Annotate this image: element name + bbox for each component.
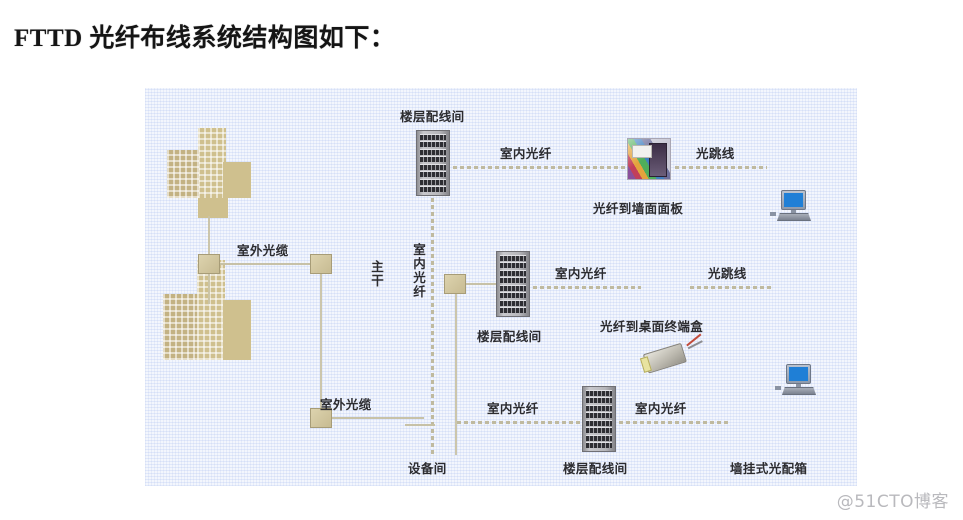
desktop-terminal-box-icon	[639, 333, 703, 375]
monitor-icon	[781, 190, 806, 210]
page-title: FTTD 光纤布线系统结构图如下：	[14, 25, 396, 52]
rack-unit	[420, 141, 446, 148]
equipment-room-label: 设备间	[408, 461, 447, 476]
desktop-terminal-label: 光纤到桌面终端盒	[600, 319, 704, 334]
rack-bottom	[582, 386, 616, 452]
patch-cord-top-label: 光跳线	[696, 146, 735, 161]
mouse-icon	[770, 212, 776, 216]
rack-unit	[500, 277, 526, 284]
backbone-label: 主干	[369, 260, 384, 288]
vertical-trunk-fiber	[431, 184, 434, 454]
junction-box-riser	[310, 254, 332, 274]
rack-unit	[586, 441, 612, 448]
junction-box-bottom	[310, 408, 332, 428]
site-watermark: @51CTO博客	[836, 492, 949, 512]
rack-unit	[500, 269, 526, 276]
outdoor-cable-upper-link	[220, 263, 312, 265]
outdoor-to-equipment-link	[405, 424, 435, 426]
indoor-fiber-bottom-left-link	[457, 421, 581, 424]
outdoor-cable-lower-label: 室外光缆	[320, 397, 372, 412]
rack-unit	[586, 390, 612, 396]
monitor-stand	[796, 384, 801, 387]
outdoor-cable-upper-label: 室外光缆	[237, 243, 289, 258]
rack-unit	[420, 148, 446, 155]
rack-unit	[586, 404, 612, 411]
indoor-fiber-bottom-left-label: 室内光纤	[487, 401, 539, 416]
junction-to-mid-rack-link	[466, 283, 496, 285]
building-lower	[157, 260, 267, 360]
rack-unit	[420, 185, 446, 192]
screen	[789, 367, 808, 381]
screen	[784, 193, 803, 207]
ftth-architecture-diagram: 室外光缆 室外光缆 主干 室内光纤 楼层配线间 室内光纤 光纤到墙面面板 光跳线	[145, 88, 857, 486]
wall-mount-optical-box-label: 墙挂式光配箱	[730, 461, 808, 476]
junction-box-floor-mid	[444, 274, 466, 294]
vertical-branch-fiber	[455, 293, 457, 455]
indoor-fiber-bottom-right-link	[619, 421, 729, 424]
indoor-fiber-top-label: 室内光纤	[500, 146, 552, 161]
keyboard-icon	[777, 213, 811, 221]
outdoor-cable-lower-link	[332, 417, 424, 419]
rack-unit	[500, 292, 526, 299]
rack-unit	[586, 397, 612, 404]
rack-unit	[500, 306, 526, 313]
rack-unit	[586, 427, 612, 434]
patch-cord-mid-label: 光跳线	[708, 266, 747, 281]
indoor-fiber-mid-link	[533, 286, 641, 289]
keyboard-icon	[782, 387, 816, 395]
outdoor-cable-vertical-link	[320, 274, 322, 408]
rack-unit	[420, 134, 446, 140]
building-riser-link	[208, 216, 210, 254]
pc-mid-icon	[775, 364, 816, 396]
mouse-icon	[775, 386, 781, 390]
rack-mid	[496, 251, 530, 317]
rack-unit	[586, 419, 612, 426]
rack-unit	[420, 171, 446, 178]
rack-unit	[420, 156, 446, 163]
monitor-icon	[786, 364, 811, 384]
rack-unit	[500, 262, 526, 269]
indoor-fiber-mid-label: 室内光纤	[555, 266, 607, 281]
patch-cord-mid-link	[690, 286, 772, 289]
building-upper	[165, 128, 265, 218]
patch-cord-top-link	[675, 166, 767, 169]
wall-faceplate-label: 光纤到墙面面板	[593, 201, 684, 216]
rack-unit	[420, 163, 446, 170]
riser-indoor-fiber-label: 室内光纤	[411, 243, 426, 299]
indoor-fiber-bottom-right-label: 室内光纤	[635, 401, 687, 416]
rack-unit	[420, 178, 446, 185]
rack-unit	[586, 412, 612, 419]
rack-bottom-label: 楼层配线间	[563, 461, 628, 476]
rack-unit	[500, 284, 526, 291]
indoor-fiber-top-link	[453, 166, 625, 169]
rack-unit	[500, 299, 526, 306]
pc-top-icon	[770, 190, 811, 222]
monitor-stand	[791, 210, 796, 213]
junction-box-building	[198, 254, 220, 274]
rack-top-label: 楼层配线间	[400, 109, 465, 124]
rack-unit	[500, 255, 526, 261]
rack-unit	[586, 434, 612, 441]
rack-top	[416, 130, 450, 196]
rack-mid-label: 楼层配线间	[477, 329, 542, 344]
wall-faceplate-icon	[627, 138, 671, 180]
building-riser-link-lower	[208, 274, 210, 304]
